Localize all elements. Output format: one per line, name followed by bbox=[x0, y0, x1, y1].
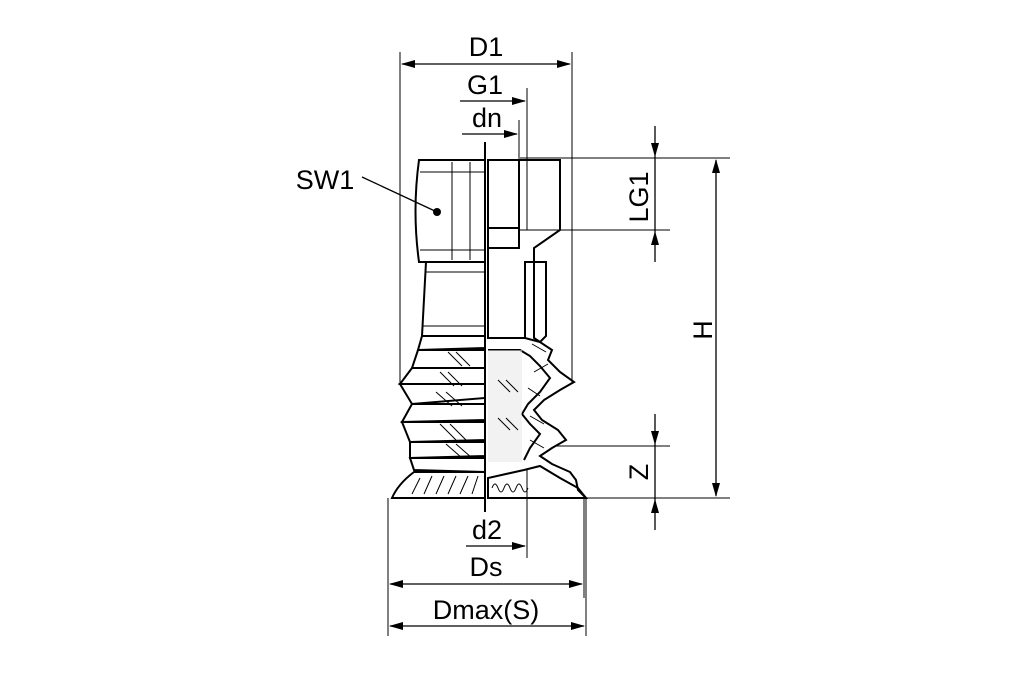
label-ds: Ds bbox=[470, 552, 503, 582]
label-d1: D1 bbox=[469, 32, 504, 62]
label-dn: dn bbox=[472, 103, 502, 133]
lip-section bbox=[487, 464, 589, 499]
label-sw1: SW1 bbox=[296, 165, 355, 195]
label-z: Z bbox=[624, 464, 654, 481]
sw1-leader-line bbox=[361, 176, 438, 213]
section-view bbox=[487, 159, 589, 499]
fitting-neck bbox=[420, 261, 486, 337]
hex-nut bbox=[414, 159, 486, 263]
labels: D1 G1 dn SW1 LG1 H Z d2 Ds Dmax(S) bbox=[296, 32, 718, 625]
label-h: H bbox=[688, 320, 718, 340]
suction-lip bbox=[390, 471, 486, 499]
rubber-band-section bbox=[533, 261, 547, 344]
bellows-folds bbox=[398, 335, 486, 474]
coil-insert bbox=[491, 483, 529, 493]
label-dmax: Dmax(S) bbox=[433, 595, 540, 625]
label-d2: d2 bbox=[472, 515, 502, 545]
label-lg1: LG1 bbox=[624, 171, 654, 222]
dimensions bbox=[361, 52, 730, 636]
label-g1: G1 bbox=[467, 70, 503, 100]
external-view bbox=[390, 159, 486, 499]
bellows-section bbox=[524, 337, 587, 499]
